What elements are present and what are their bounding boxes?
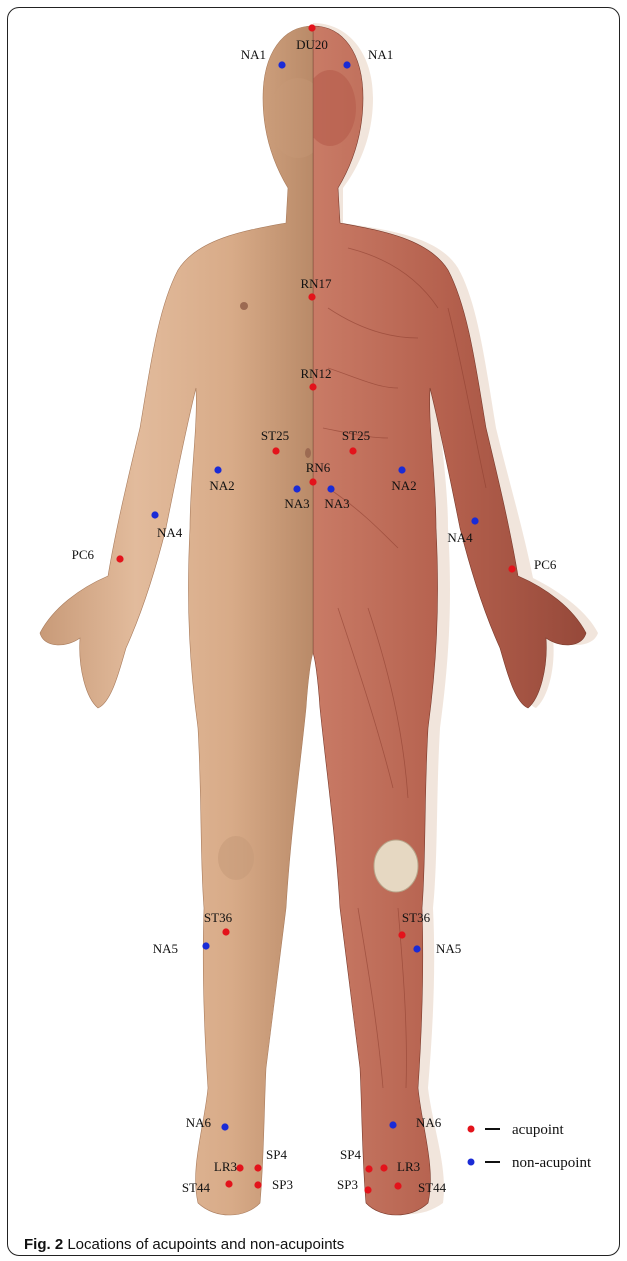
legend-acupoint-label: acupoint xyxy=(512,1122,564,1138)
point-label-rn12: RN12 xyxy=(300,366,331,381)
point-dot-sp4-r xyxy=(365,1165,372,1172)
point-dot-pc6-l xyxy=(116,555,123,562)
point-label-st44-r: ST44 xyxy=(418,1180,447,1195)
caption-label: Fig. 2 xyxy=(24,1236,63,1253)
point-dot-st25-l xyxy=(272,447,279,454)
point-dot-na1-l xyxy=(278,61,285,68)
point-dot-na3-l xyxy=(293,485,300,492)
point-dot-na6-l xyxy=(221,1123,228,1130)
point-label-na4-l: NA4 xyxy=(157,525,183,540)
legend-non-acupoint-dot xyxy=(468,1159,475,1166)
point-label-st25-l: ST25 xyxy=(261,428,289,443)
point-dot-sp3-r xyxy=(364,1186,371,1193)
legend-acupoint-dot xyxy=(468,1126,475,1133)
point-label-lr3-r: LR3 xyxy=(397,1159,420,1174)
point-dot-na5-l xyxy=(202,942,209,949)
point-label-na5-l: NA5 xyxy=(153,941,178,956)
point-dot-sp3-l xyxy=(254,1181,261,1188)
point-label-na1-l: NA1 xyxy=(241,47,266,62)
point-dot-na2-l xyxy=(214,466,221,473)
legend-non-acupoint-label: non-acupoint xyxy=(512,1155,592,1171)
point-dot-na4-l xyxy=(151,511,158,518)
point-dot-na6-r xyxy=(389,1121,396,1128)
point-dot-na2-r xyxy=(398,466,405,473)
point-label-pc6-r: PC6 xyxy=(534,557,557,572)
point-label-lr3-l: LR3 xyxy=(214,1159,237,1174)
point-label-na6-l: NA6 xyxy=(186,1115,212,1130)
point-label-sp3-r: SP3 xyxy=(337,1177,358,1192)
point-label-st44-l: ST44 xyxy=(182,1180,211,1195)
caption-text: Locations of acupoints and non-acupoints xyxy=(67,1236,344,1253)
point-dot-st36-r xyxy=(398,931,405,938)
point-label-na4-r: NA4 xyxy=(447,530,473,545)
point-dot-na1-r xyxy=(343,61,350,68)
point-dot-sp4-l xyxy=(254,1164,261,1171)
point-label-rn17: RN17 xyxy=(300,276,332,291)
point-label-sp4-l: SP4 xyxy=(266,1147,287,1162)
point-dot-na3-r xyxy=(327,485,334,492)
point-dot-st25-r xyxy=(349,447,356,454)
point-dot-rn17 xyxy=(308,293,315,300)
point-label-na2-r: NA2 xyxy=(391,478,416,493)
point-dot-na4-r xyxy=(471,517,478,524)
point-dot-rn6 xyxy=(309,478,316,485)
point-dot-lr3-l xyxy=(236,1164,243,1171)
point-dot-na5-r xyxy=(413,945,420,952)
legend: acupoint non-acupoint xyxy=(468,1122,592,1171)
point-label-na6-r: NA6 xyxy=(416,1115,442,1130)
figure-caption: Fig. 2 Locations of acupoints and non-ac… xyxy=(24,1236,344,1253)
point-label-st25-r: ST25 xyxy=(342,428,370,443)
point-dot-st44-l xyxy=(225,1180,232,1187)
skin-body xyxy=(40,26,328,1215)
point-dot-pc6-r xyxy=(508,565,515,572)
point-label-sp3-l: SP3 xyxy=(272,1177,293,1192)
point-label-st36-l: ST36 xyxy=(204,910,233,925)
point-label-na3-r: NA3 xyxy=(324,496,349,511)
point-label-sp4-r: SP4 xyxy=(340,1147,361,1162)
point-label-st36-r: ST36 xyxy=(402,910,431,925)
point-label-na1-r: NA1 xyxy=(368,47,393,62)
point-label-du20: DU20 xyxy=(296,37,328,52)
point-label-pc6-l: PC6 xyxy=(72,547,95,562)
point-dot-du20 xyxy=(308,24,315,31)
point-label-na5-r: NA5 xyxy=(436,941,461,956)
point-label-rn6: RN6 xyxy=(306,460,331,475)
point-dot-rn12 xyxy=(309,383,316,390)
point-label-na2-l: NA2 xyxy=(209,478,234,493)
point-dot-lr3-r xyxy=(380,1164,387,1171)
point-dot-st36-l xyxy=(222,928,229,935)
point-label-na3-l: NA3 xyxy=(284,496,309,511)
point-dot-st44-r xyxy=(394,1182,401,1189)
